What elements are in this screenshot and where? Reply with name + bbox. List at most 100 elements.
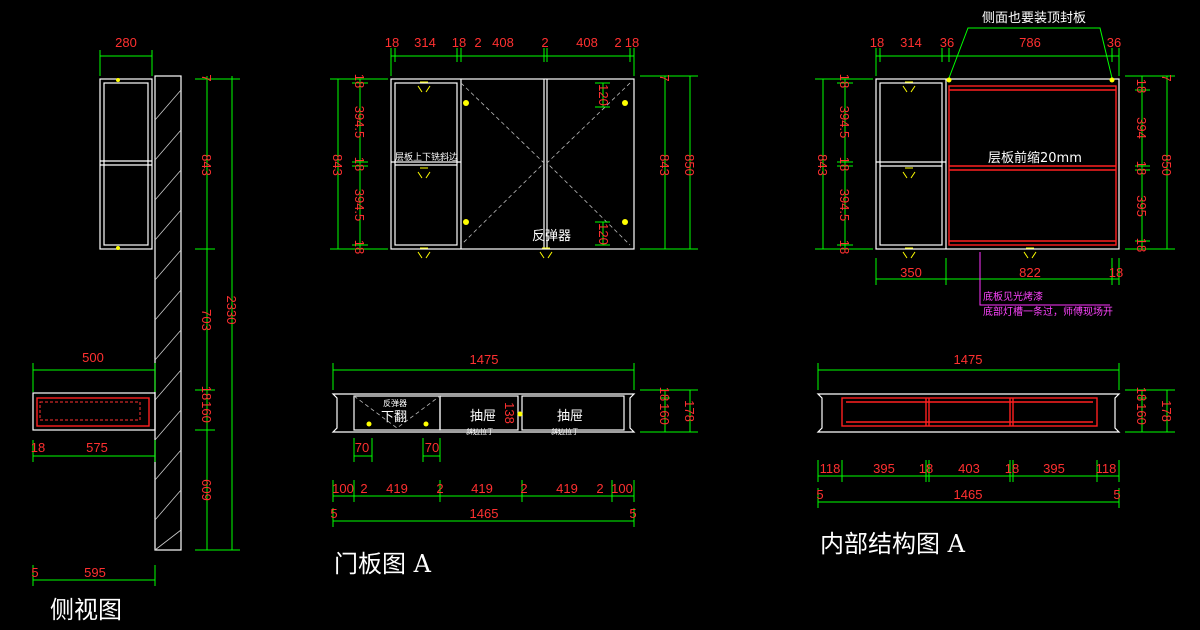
inner-b1-6: 118 [1096, 461, 1117, 476]
inner-bot-0: 350 [900, 265, 922, 280]
inner-left-1: 394.5 [837, 106, 852, 139]
inner-view-title: 内部结构图 A [820, 530, 966, 558]
side-dim-5: 5 [31, 565, 38, 580]
door-top-1: 314 [414, 35, 436, 50]
side-dim-18: 18 [199, 386, 214, 400]
door-b1-2: 419 [386, 481, 408, 496]
door-top-8: 18 [625, 35, 639, 50]
inner-lr-18: 18 [1134, 387, 1149, 401]
inner-b1-2: 18 [919, 461, 933, 476]
inner-b2-2: 5 [1113, 487, 1120, 502]
inner-left-3: 394.5 [837, 189, 852, 222]
door-b1-8: 100 [611, 481, 633, 496]
door-b2-2: 5 [629, 506, 636, 521]
door-b2-1: 1465 [470, 506, 499, 521]
inner-lr-160: 160 [1134, 403, 1149, 425]
door-d70a: 70 [355, 440, 369, 455]
side-seal-note: 侧面也要装顶封板 [982, 11, 1086, 26]
door-top-4: 408 [492, 35, 514, 50]
inner-b1-3: 403 [958, 461, 980, 476]
door-lr-178: 178 [682, 400, 697, 422]
door-left-4: 18 [352, 240, 367, 254]
door-total-1475: 1475 [470, 352, 499, 367]
door-b1-1: 2 [360, 481, 367, 496]
side-view-title: 侧视图 [50, 596, 122, 624]
inner-right-4: 18 [1134, 238, 1149, 252]
shelf-shrink-note: 层板前缩20mm [988, 150, 1082, 166]
inner-b2-1: 1465 [954, 487, 983, 502]
door-right-total-850: 850 [682, 154, 697, 176]
door-top-0: 18 [385, 35, 399, 50]
side-dim-703: 703 [199, 309, 214, 331]
side-dim-595: 595 [84, 565, 106, 580]
side-dim-2330: 2330 [224, 296, 239, 325]
door-b1-5: 2 [520, 481, 527, 496]
side-dim-575: 575 [86, 440, 108, 455]
side-dim-609: 609 [199, 479, 214, 501]
inner-top-3: 786 [1019, 35, 1041, 50]
bottom-light-note2: 底部灯槽一条过，师傅现场开 [983, 305, 1113, 318]
door-b1-0: 100 [332, 481, 354, 496]
inner-right-3: 395 [1134, 195, 1149, 217]
door-left-total: 843 [330, 154, 345, 176]
inner-right-2: 18 [1134, 161, 1149, 175]
flip-down-label: 下翻 [381, 410, 407, 425]
door-b2-0: 5 [330, 506, 337, 521]
inner-left-2: 18 [837, 157, 852, 171]
drawer1-label: 抽屉 [470, 409, 496, 424]
inner-view: 侧面也要装顶封板 层板前缩20mm 18 314 36 786 36 [815, 11, 1175, 558]
door-top-7: 2 [614, 35, 621, 50]
side-dim-160: 160 [199, 401, 214, 423]
door-lr-160: 160 [657, 403, 672, 425]
rebounder-small-label: 反弹器 [383, 398, 407, 408]
inner-b2-0: 5 [816, 487, 823, 502]
inner-total-1475: 1475 [954, 352, 983, 367]
inner-b1-0: 118 [820, 461, 841, 476]
handle1-label: 斜边拉手 [466, 427, 494, 436]
inner-left-total: 843 [815, 154, 830, 176]
handle2-label: 斜边拉手 [551, 427, 579, 436]
bottom-light-note1: 底板见光烤漆 [983, 290, 1043, 303]
door-d138: 138 [502, 402, 517, 424]
door-left-2: 18 [352, 157, 367, 171]
inner-top-2: 36 [940, 35, 954, 50]
door-b1-3: 2 [436, 481, 443, 496]
door-left-3: 394.5 [352, 189, 367, 222]
inner-b1-1: 395 [873, 461, 895, 476]
door-right-total-843: 843 [657, 154, 672, 176]
door-right-7: 7 [657, 74, 672, 81]
door-top-2: 18 [452, 35, 466, 50]
door-b1-4: 419 [471, 481, 493, 496]
side-dim-d18: 18 [31, 440, 45, 455]
door-top-6: 408 [576, 35, 598, 50]
side-dim-7: 7 [199, 74, 214, 81]
door-left-0: 18 [352, 74, 367, 88]
inner-b1-5: 395 [1043, 461, 1065, 476]
inner-right-0: 18 [1134, 79, 1149, 93]
side-dim-500: 500 [82, 350, 104, 365]
inner-left-0: 18 [837, 74, 852, 88]
inner-right-total: 850 [1159, 154, 1174, 176]
drawer2-label: 抽屉 [557, 409, 583, 424]
inner-right-7: 7 [1159, 74, 1174, 81]
door-lr-18: 18 [657, 387, 672, 401]
door-d70b: 70 [425, 440, 439, 455]
door-top-3: 2 [474, 35, 481, 50]
door-b1-7: 2 [596, 481, 603, 496]
door-top-5: 2 [541, 35, 548, 50]
door-b1-6: 419 [556, 481, 578, 496]
door-view-title: 门板图 A [334, 550, 432, 578]
inner-b1-4: 18 [1005, 461, 1019, 476]
door-left-1: 394.5 [352, 106, 367, 139]
inner-left-4: 18 [837, 240, 852, 254]
inner-bot-1: 822 [1019, 265, 1041, 280]
inner-bot-2: 18 [1109, 265, 1123, 280]
rebounder-label: 反弹器 [532, 229, 571, 244]
door-r120b: 120 [596, 223, 611, 245]
inner-top-1: 314 [900, 35, 922, 50]
door-r120a: 120 [596, 84, 611, 106]
inner-right-1: 394 [1134, 117, 1149, 139]
inner-lr-178: 178 [1159, 400, 1174, 422]
side-view: 280 843 7 703 2330 160 18 609 500 18 575… [31, 35, 240, 624]
